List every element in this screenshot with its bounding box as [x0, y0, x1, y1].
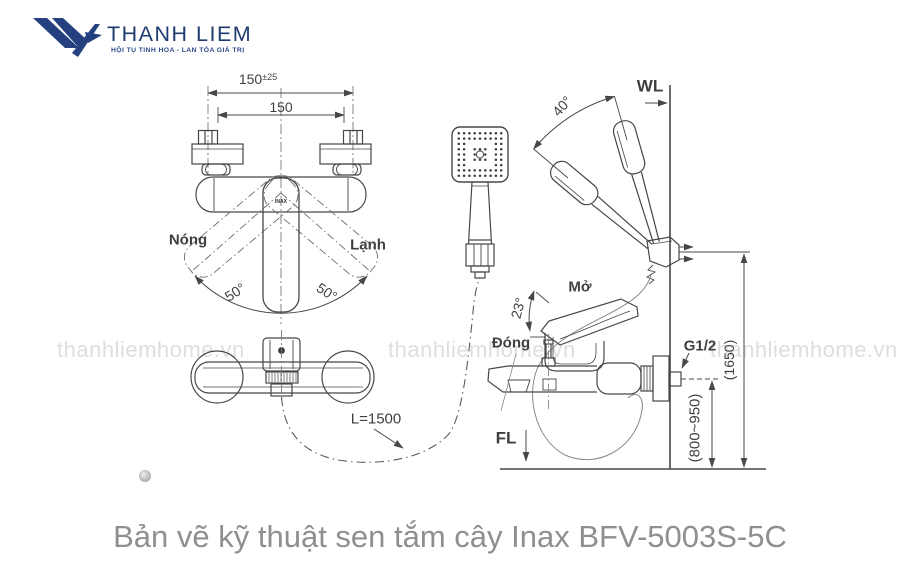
- floor-line-label: FL: [495, 428, 517, 448]
- cold-label: Lạnh: [350, 236, 386, 254]
- mount-height-label: (800~950): [686, 393, 704, 463]
- brand-name: THANH LIEM: [107, 22, 253, 46]
- dim-150-tol-sup: ±25: [262, 72, 278, 82]
- wall-line-label: WL: [636, 76, 664, 96]
- brand-logo: THANH LIEM HỘI TỤ TINH HOA - LAN TỎA GIÁ…: [0, 0, 260, 70]
- open-label: Mở: [568, 278, 592, 296]
- thread-size-label: G1/2: [683, 337, 717, 355]
- front-view: [183, 86, 379, 324]
- brand-tagline: HỘI TỤ TINH HOA - LAN TỎA GIÁ TRỊ: [111, 47, 245, 54]
- hose-length-label: L=1500: [350, 410, 402, 428]
- closed-label: Đóng: [491, 334, 531, 352]
- nozzle-dot-matrix: [457, 132, 503, 177]
- hand-shower: [451, 126, 509, 279]
- side-view: [487, 85, 766, 470]
- gallery-dot[interactable]: [139, 470, 151, 482]
- dim-150-tolerance: 150±25: [239, 72, 277, 86]
- hot-label: Nóng: [168, 231, 208, 249]
- dim-150-tol-value: 150: [238, 71, 263, 87]
- watermark-left: thanhliemhome.vn: [57, 337, 245, 362]
- dim-150: 150: [269, 99, 293, 115]
- drawing-caption: Bản vẽ kỹ thuật sen tắm cây Inax BFV-500…: [113, 519, 787, 554]
- holder-height-label: (1650): [721, 339, 737, 381]
- handle-brand-mark: INAX: [275, 199, 288, 205]
- brand-logo-mark-icon: [33, 18, 102, 57]
- top-view: [190, 276, 481, 463]
